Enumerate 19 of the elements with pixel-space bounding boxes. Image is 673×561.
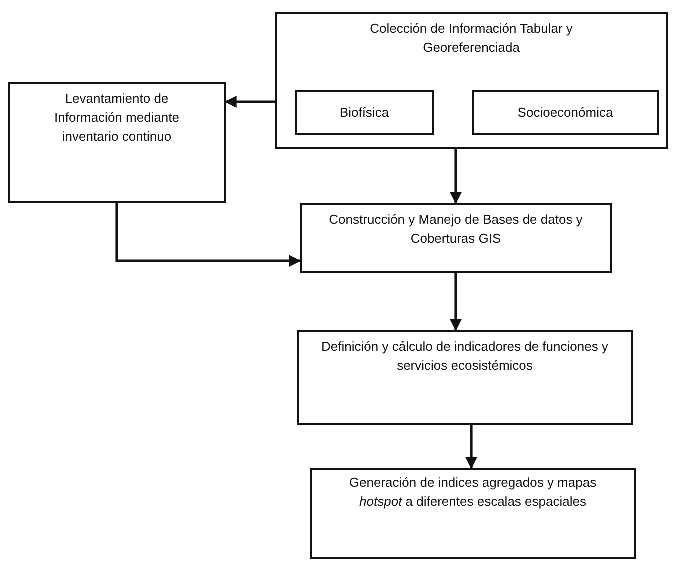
process-box [8,82,226,203]
arrow [450,273,462,332]
arrow [466,425,478,470]
box-label: Biofísica [338,104,390,122]
box-label: Definición y cálculo de indicadores de funciones y servicios ecosistémicos [320,338,610,375]
arrow [450,149,462,204]
process-box [310,468,636,559]
box-label: Levantamiento de Información mediante inventario continuo [53,90,180,146]
box-label: Construcción y Manejo de Bases de datos y Coberturas GIS [328,211,584,248]
process-box [275,12,668,149]
arrow [224,96,275,108]
box-label: Socioeconómica [516,104,614,122]
box-label: Generación de indices agregados y mapas hotspot a diferentes escalas espaciales [348,474,598,511]
box-label: Colección de Información Tabular y Georeferenciada [369,20,574,57]
category-box [472,90,659,135]
process-box [300,203,612,273]
process-box [297,330,633,425]
category-box [295,90,434,135]
arrow [116,203,302,268]
